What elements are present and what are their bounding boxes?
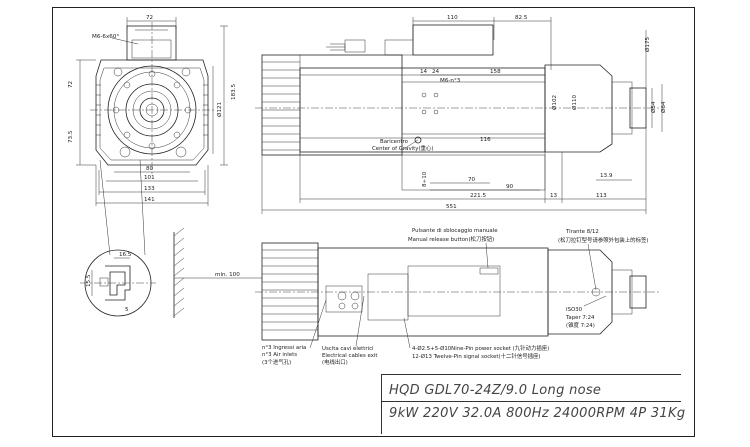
dim-dia-64: Ø64 [660, 101, 667, 113]
air-inlets-cn: (3个进气孔) [262, 358, 291, 366]
model-specs: 9kW 220V 32.0A 800Hz 24000RPM 4P 31Kg [389, 406, 686, 421]
dim-158: 158 [490, 69, 501, 75]
dim-15-5: 15.5 [86, 274, 92, 287]
dim-133: 133 [144, 186, 155, 192]
dim-90: 90 [506, 184, 514, 190]
tirante-cn-label: (松刀拉钉型号请参照外包装上的标签) [558, 236, 648, 244]
dim-5: 5 [125, 307, 129, 313]
side-view: 110 82.5 14 24 [255, 15, 667, 214]
dim-dia-121: Ø121 [216, 101, 223, 117]
detail-view: 16.5 15.5 5 [80, 249, 156, 317]
dim-70: 70 [468, 177, 476, 183]
drawing-frame [52, 7, 695, 437]
dim-183-5: 183.5 [231, 84, 237, 100]
dim-72-left: 72 [68, 81, 74, 88]
dim-551: 551 [446, 204, 457, 210]
cables-exit-en: Electrical cables exit [322, 353, 378, 359]
dim-82-5: 82.5 [515, 15, 528, 21]
dim-dia-175: Ø175 [644, 36, 651, 52]
dim-24: 24 [432, 69, 440, 75]
front-view: 72 M6-6x60° [68, 15, 237, 256]
dim-113: 113 [596, 193, 607, 199]
dim-8-10: 8÷10 [422, 171, 428, 187]
cables-exit-it: Uscita cavi elettrici [322, 346, 374, 352]
power-socket-label: 4-Ø2.5+5-Ø10Nine-Pin power socket (九针动力插… [412, 344, 549, 352]
dim-221-5: 221.5 [470, 193, 486, 199]
cog-label-it: Baricentro [380, 139, 408, 145]
signal-socket-label: 12-Ø13 Twelve-Pin signal socket(十二针信号插座) [412, 352, 540, 360]
tirante-label: Tirante 8/12 [565, 229, 599, 235]
cog-label-en: Center of Gravity(重心) [372, 144, 433, 152]
dim-thread: M6-6x60° [92, 34, 119, 40]
taper-cn-label: (锥度 7:24) [566, 321, 595, 329]
dim-13-9: 13.9 [600, 173, 613, 179]
air-inlets-it: n°3 Ingressi aria [262, 345, 306, 351]
dim-min-100: min. 100 [215, 272, 240, 278]
taper-label: Taper 7:24 [565, 315, 595, 321]
cables-exit-cn: (电线出口) [322, 358, 348, 366]
wall-hatch: min. 100 [173, 227, 262, 318]
dim-80: 80 [146, 166, 154, 172]
dim-116: 116 [480, 137, 491, 143]
dim-dia-102: Ø102 [551, 95, 558, 110]
model-title: HQD GDL70-24Z/9.0 Long nose [389, 383, 602, 398]
dim-dia-110: Ø110 [571, 94, 578, 110]
bottom-view: Pulsante di sblocaggio manuale Manual re… [255, 228, 660, 366]
dim-101: 101 [144, 175, 155, 181]
dim-m6: M6-n°3 [440, 78, 461, 84]
dim-14: 14 [420, 69, 428, 75]
dim-110: 110 [447, 15, 458, 21]
title-block: HQD GDL70-24Z/9.0 Long nose 9kW 220V 32.… [381, 374, 685, 434]
dim-16-5: 16.5 [119, 252, 132, 258]
air-inlets-en: n°3 Air inlets [262, 352, 297, 358]
dim-73-5: 73.5 [68, 130, 74, 143]
iso30-label: ISO30 [566, 307, 583, 313]
dim-141: 141 [144, 197, 155, 203]
release-label-it: Pulsante di sblocaggio manuale [412, 228, 498, 234]
dim-dia-54: Ø54 [650, 101, 657, 113]
dim-13: 13 [550, 193, 558, 199]
release-label-en: Manual release button(松刀按钮) [408, 235, 494, 243]
dim-72-top: 72 [146, 15, 153, 21]
